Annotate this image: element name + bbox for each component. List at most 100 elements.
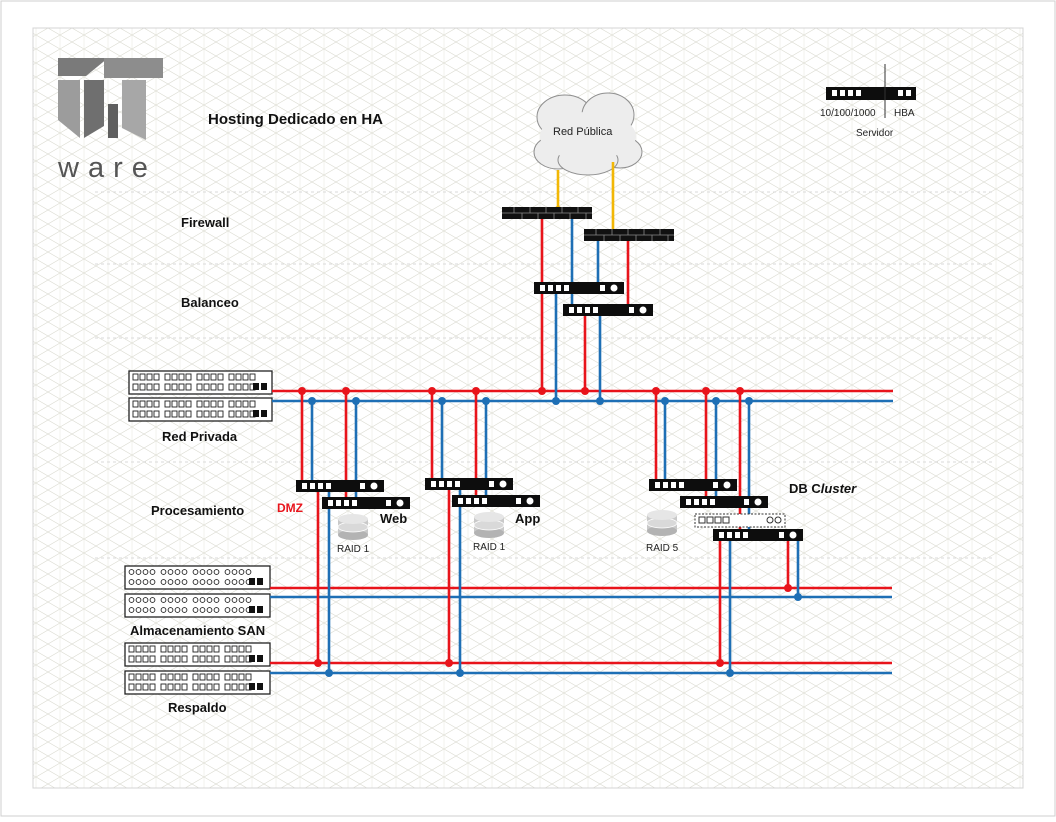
server-led: [639, 306, 647, 314]
switch-port: [181, 597, 188, 603]
db-server-2: [680, 496, 768, 508]
switch-port: [135, 597, 142, 603]
switch-uplink-port: [249, 655, 255, 662]
switch-port: [146, 400, 153, 408]
switch-port: [213, 569, 220, 575]
switch-port: [181, 645, 188, 653]
switch-uplink-port: [257, 606, 263, 613]
switch-port: [192, 645, 199, 653]
switch-port: [206, 683, 213, 691]
server-led: [370, 482, 378, 490]
switch-port: [149, 683, 156, 691]
switch-port: [167, 673, 174, 681]
server-port: [516, 498, 521, 504]
switch-port: [128, 607, 135, 613]
switch-port: [146, 373, 153, 381]
switch-port: [206, 607, 213, 613]
wire-junction: [456, 669, 464, 677]
wire-junction: [652, 387, 660, 395]
switch-port: [231, 673, 238, 681]
server-port: [629, 307, 634, 313]
server-port: [735, 532, 740, 538]
app-server-2: [452, 495, 540, 507]
wire-junction: [702, 387, 710, 395]
switch-port: [231, 569, 238, 575]
switch-port: [135, 579, 142, 585]
server-port: [326, 483, 331, 489]
server-port: [352, 500, 357, 506]
switch-port: [174, 683, 181, 691]
switch-port: [135, 645, 142, 653]
wire-junction: [342, 387, 350, 395]
firewall-1: [502, 207, 592, 219]
server-led: [754, 498, 762, 506]
wire-junction: [325, 669, 333, 677]
wire-junction: [745, 397, 753, 405]
server-port: [344, 500, 349, 506]
switch-port: [231, 655, 238, 663]
db-hba-card: [694, 513, 786, 528]
server-port: [743, 532, 748, 538]
dmz-label: DMZ: [277, 501, 303, 515]
switch-port: [174, 569, 181, 575]
switch-port: [142, 683, 149, 691]
switch-port: [142, 607, 149, 613]
switch-port: [210, 410, 217, 418]
switch-port: [174, 579, 181, 585]
switch-port: [171, 383, 178, 391]
switch-port: [132, 400, 139, 408]
wire-junction: [581, 387, 589, 395]
switch-port: [199, 673, 206, 681]
switch-port: [245, 597, 252, 603]
switch-port: [181, 607, 188, 613]
server-led: [396, 499, 404, 507]
server-port: [540, 285, 545, 291]
server-port: [679, 482, 684, 488]
server-port: [585, 307, 590, 313]
switch-port: [210, 383, 217, 391]
web-server-1: [296, 480, 384, 492]
wire-junction: [352, 397, 360, 405]
server-port: [600, 285, 605, 291]
switch-port: [199, 607, 206, 613]
switch-port: [192, 655, 199, 663]
switch-port: [206, 579, 213, 585]
switch-port: [238, 655, 245, 663]
server-port: [671, 482, 676, 488]
switch-port: [149, 607, 156, 613]
layer-label-almacenamiento: Almacenamiento SAN: [130, 623, 265, 638]
switch-port: [139, 373, 146, 381]
switch-port: [153, 383, 160, 391]
logo-word: ware: [57, 152, 157, 184]
switch-port: [146, 410, 153, 418]
switch-port: [181, 655, 188, 663]
layer-separators: [95, 191, 995, 559]
switch-uplink-port: [249, 578, 255, 585]
disk-bottom: [474, 528, 504, 538]
server-port: [719, 532, 724, 538]
switch-uplink-port: [249, 606, 255, 613]
wire-junction: [726, 669, 734, 677]
server-port: [386, 500, 391, 506]
switch-port: [171, 410, 178, 418]
switch-port: [242, 383, 249, 391]
wire-junction: [314, 659, 322, 667]
switch-port: [192, 607, 199, 613]
switch-port: [235, 400, 242, 408]
switch-port: [192, 683, 199, 691]
switch-port: [238, 607, 245, 613]
wire-junction: [438, 397, 446, 405]
server-port: [655, 482, 660, 488]
switch-port: [185, 400, 192, 408]
db-cluster-label: DB Cluster: [789, 481, 857, 496]
server-port: [593, 307, 598, 313]
switch-port: [132, 410, 139, 418]
switch-port: [128, 645, 135, 653]
legend-hba-label: HBA: [894, 108, 915, 119]
switch-port: [231, 645, 238, 653]
server-port: [548, 285, 553, 291]
switches: [124, 370, 273, 695]
server-led: [499, 480, 507, 488]
wire-junction: [538, 387, 546, 395]
logo: ware: [57, 58, 163, 184]
